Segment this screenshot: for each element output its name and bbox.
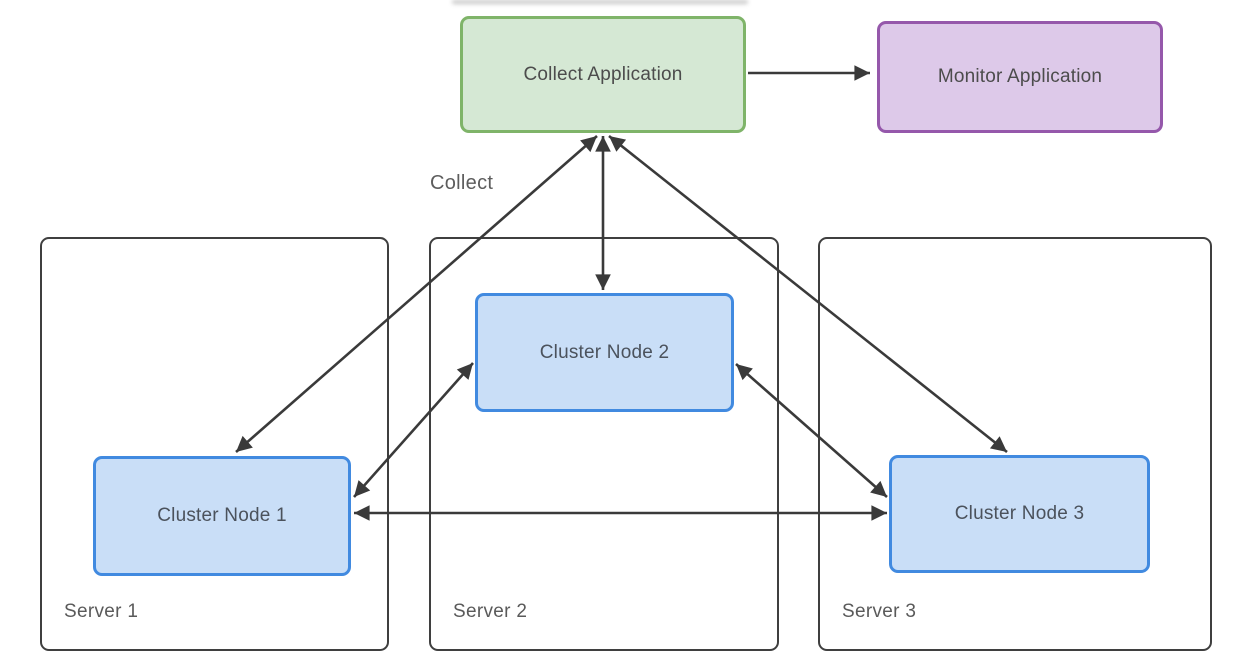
collect-application-node: Collect Application [460,16,746,133]
cluster-node-2: Cluster Node 2 [475,293,734,412]
cluster-node-1-label: Cluster Node 1 [157,505,287,526]
cluster-node-3-label: Cluster Node 3 [954,503,1085,524]
collect-edge-label: Collect [430,172,494,194]
cluster-node-2-label: Cluster Node 2 [539,341,670,363]
monitor-application-node: Monitor Application [877,21,1163,133]
cluster-node-3: Cluster Node 3 [889,455,1150,573]
server2-label: Server 2 [453,601,528,622]
collect-application-label: Collect Application [523,63,683,85]
monitor-application-label: Monitor Application [937,66,1103,87]
server3-label: Server 3 [842,601,917,622]
cropped-top-artifact [452,0,748,4]
server3-container: Server 3 [818,237,1212,651]
server1-label: Server 1 [64,601,139,622]
server1-container: Server 1 [40,237,389,651]
cluster-node-1: Cluster Node 1 [93,456,351,576]
